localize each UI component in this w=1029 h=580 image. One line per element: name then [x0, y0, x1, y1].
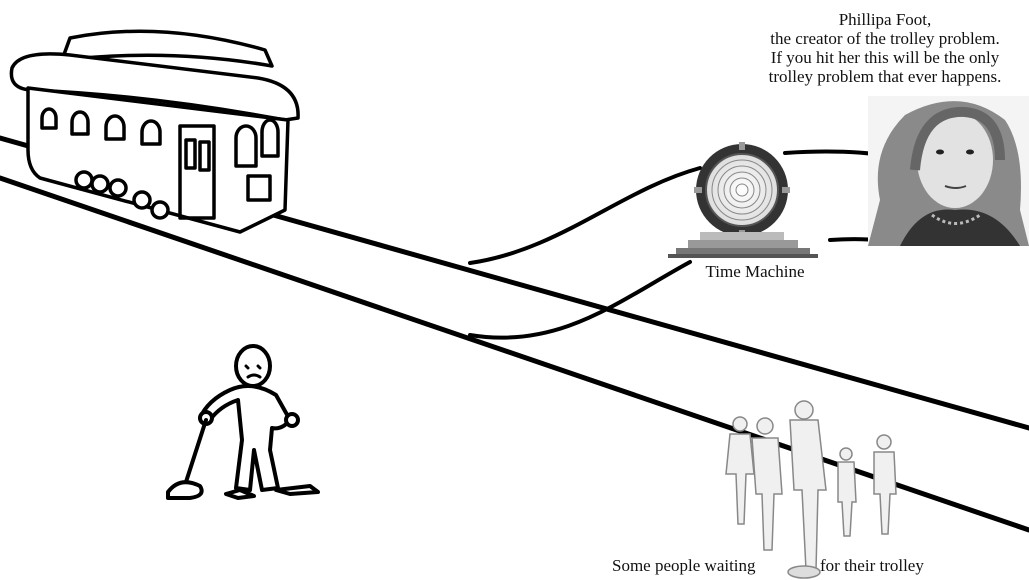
trolley-icon	[9, 29, 300, 234]
portrait-icon	[868, 96, 1029, 247]
caption-line: Phillipa Foot,	[838, 10, 932, 29]
caption-line: If you hit her this will be the only	[770, 48, 1000, 67]
people-label-left: Some people waiting	[612, 556, 756, 575]
stick-figure-icon	[166, 344, 320, 500]
caption-line: trolley problem that ever happens.	[768, 67, 1002, 86]
caption-line: the creator of the trolley problem.	[770, 29, 1000, 48]
branch-tracks	[468, 149, 902, 340]
time-machine-label: Time Machine	[705, 262, 805, 281]
people-label-right: for their trolley	[820, 556, 924, 575]
crowd-icon	[725, 400, 897, 579]
philosopher-caption: Phillipa Foot, the creator of the trolle…	[740, 10, 1029, 86]
portal-icon	[668, 142, 818, 258]
